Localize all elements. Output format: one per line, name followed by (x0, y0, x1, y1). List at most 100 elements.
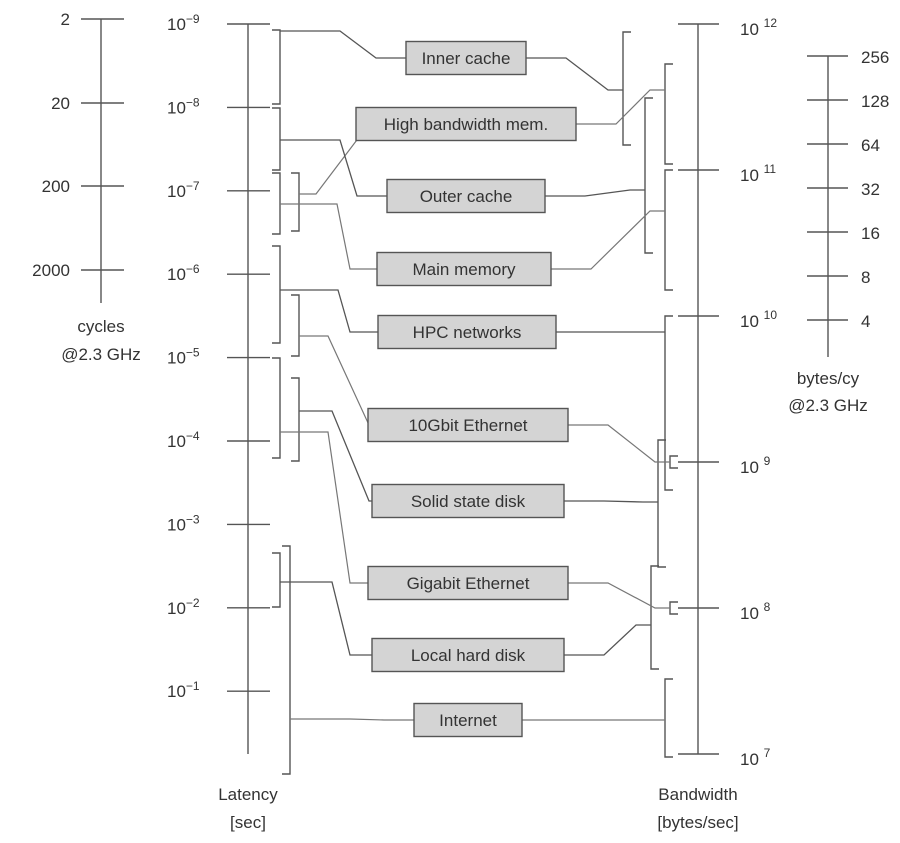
hpc-networks-node: HPC networks (377, 314, 557, 350)
bytes-per-cycle-tick-label: 256 (861, 48, 889, 67)
inner-cache-bandwidth-bracket (622, 31, 631, 146)
cycles-tick-label: 2 (61, 10, 70, 29)
outer-cache-node: Outer cache (386, 178, 546, 214)
bytes-per-cycle-tick-label: 8 (861, 268, 870, 287)
internet-latency-connector (290, 718, 414, 721)
internet-node: Internet (413, 702, 523, 738)
range-brackets (272, 29, 678, 775)
high-bandwidth-mem-node: High bandwidth mem. (355, 106, 577, 142)
local-hard-disk-bandwidth-connector (564, 624, 651, 656)
latency-tick-label: 10−4 (167, 429, 200, 451)
latency-tick-label: 10−5 (167, 346, 200, 368)
gigabit-ethernet-latency-bracket (272, 357, 281, 459)
bytes-per-cycle-tick-label: 32 (861, 180, 880, 199)
solid-state-disk-node: Solid state disk (371, 483, 565, 519)
main-memory-latency-bracket (272, 172, 281, 235)
10gbit-ethernet-bandwidth-connector (568, 424, 670, 463)
internet-bandwidth-bracket (664, 678, 673, 758)
bandwidth-axis-label: Bandwidth (658, 785, 737, 804)
solid-state-disk-box (371, 483, 565, 519)
latency-axis-label: Latency (218, 785, 278, 804)
solid-state-disk-label: Solid state disk (411, 492, 526, 511)
solid-state-disk-bandwidth-bracket (657, 439, 666, 568)
local-hard-disk-label: Local hard disk (411, 646, 526, 665)
bandwidth-axis-unit: [bytes/sec] (657, 813, 738, 832)
latency-axis: 10−9 10−8 10−7 10−6 10−5 10−4 10−3 10−2 10−1 Lat… (167, 12, 278, 832)
local-hard-disk-node: Local hard disk (371, 637, 565, 673)
gigabit-ethernet-bandwidth-connector (568, 582, 670, 609)
inner-cache-node: Inner cache (405, 40, 527, 76)
gigabit-ethernet-latency-connector (280, 431, 368, 584)
latency-tick-label: 10−2 (167, 596, 200, 618)
bandwidth-tick-label: 10 10 (740, 308, 777, 331)
latency-tick-label: 10−7 (167, 179, 200, 201)
main-memory-label: Main memory (413, 260, 516, 279)
10gbit-ethernet-latency-bracket (291, 294, 300, 357)
latency-axis-unit: [sec] (230, 813, 266, 832)
main-memory-box (376, 251, 552, 287)
bandwidth-tick-label: 10 11 (740, 162, 776, 185)
outer-cache-bandwidth-bracket (644, 97, 653, 254)
latency-tick-label: 10−9 (167, 12, 200, 34)
high-bandwidth-mem-box (355, 106, 577, 142)
outer-cache-label: Outer cache (420, 187, 513, 206)
solid-state-disk-bandwidth-connector (564, 500, 658, 503)
solid-state-disk-latency-connector (299, 410, 372, 502)
gigabit-ethernet-label: Gigabit Ethernet (407, 574, 530, 593)
cycles-axis-sublabel: @2.3 GHz (61, 345, 141, 364)
outer-cache-latency-bracket (272, 107, 281, 171)
bandwidth-axis: 10 12 10 11 10 10 10 9 10 8 10 7 Bandwidth [b… (657, 16, 777, 832)
gigabit-ethernet-node: Gigabit Ethernet (367, 565, 569, 601)
local-hard-disk-latency-bracket (272, 552, 281, 608)
inner-cache-box (405, 40, 527, 76)
high-bandwidth-mem-bandwidth-connector (576, 89, 665, 125)
inner-cache-label: Inner cache (422, 49, 511, 68)
local-hard-disk-latency-connector (280, 581, 372, 656)
bytes-per-cycle-tick-label: 64 (861, 136, 880, 155)
latency-tick-label: 10−8 (167, 95, 200, 117)
bandwidth-tick-label: 10 9 (740, 454, 771, 477)
hpc-networks-latency-bracket (272, 245, 281, 344)
bytes-per-cycle-sublabel: @2.3 GHz (788, 396, 868, 415)
bytes-per-cycle-tick-label: 4 (861, 312, 870, 331)
bytes-per-cycle-tick-label: 128 (861, 92, 889, 111)
bandwidth-tick-label: 10 12 (740, 16, 777, 39)
local-hard-disk-box (371, 637, 565, 673)
cycles-tick-label: 200 (42, 177, 70, 196)
hpc-networks-bandwidth-bracket (664, 315, 673, 491)
cycles-tick-label: 2000 (32, 261, 70, 280)
hpc-networks-latency-connector (280, 289, 378, 333)
hpc-networks-box (377, 314, 557, 350)
latency-tick-label: 10−1 (167, 679, 200, 701)
high-bandwidth-mem-bandwidth-bracket (664, 63, 673, 165)
latency-tick-label: 10−6 (167, 262, 200, 284)
inner-cache-latency-connector (280, 30, 406, 59)
main-memory-latency-connector (280, 203, 377, 270)
outer-cache-bandwidth-connector (545, 189, 645, 197)
internet-latency-bracket (282, 545, 291, 775)
outer-cache-latency-connector (280, 139, 387, 197)
bandwidth-tick-label: 10 8 (740, 600, 771, 623)
10gbit-ethernet-bandwidth-bracket (669, 455, 678, 469)
internet-label: Internet (439, 711, 497, 730)
cycles-tick-label: 20 (51, 94, 70, 113)
high-bandwidth-mem-label: High bandwidth mem. (384, 115, 548, 134)
main-memory-node: Main memory (376, 251, 552, 287)
high-bandwidth-mem-latency-bracket (291, 172, 300, 232)
bandwidth-tick-label: 10 7 (740, 746, 771, 769)
latency-tick-label: 10−3 (167, 512, 200, 534)
gigabit-ethernet-box (367, 565, 569, 601)
inner-cache-latency-bracket (272, 29, 281, 105)
inner-cache-bandwidth-connector (526, 57, 623, 91)
main-memory-bandwidth-connector (551, 210, 665, 270)
local-hard-disk-bandwidth-bracket (650, 565, 659, 670)
hpc-networks-label: HPC networks (413, 323, 522, 342)
internet-box (413, 702, 523, 738)
10gbit-ethernet-box (367, 407, 569, 443)
bytes-per-cycle-tick-label: 16 (861, 224, 880, 243)
main-memory-bandwidth-bracket (664, 169, 673, 291)
solid-state-disk-latency-bracket (291, 377, 300, 462)
